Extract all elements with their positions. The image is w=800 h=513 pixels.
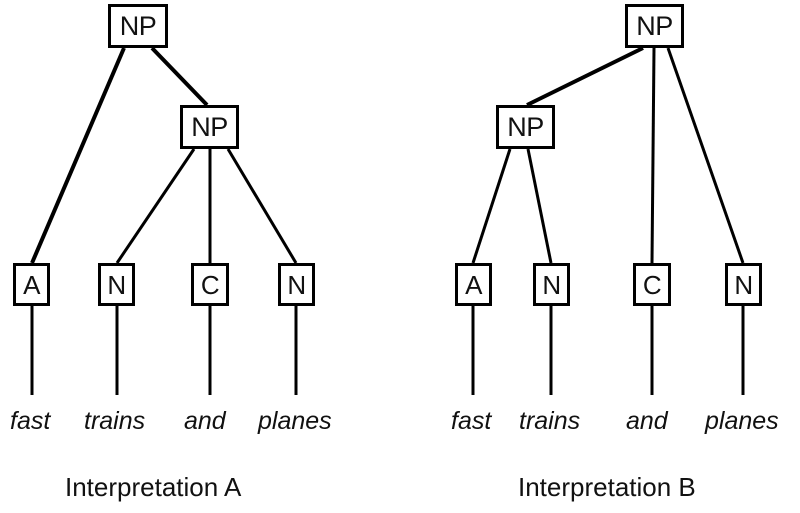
leaf-word-a-word-and: and — [184, 407, 226, 435]
tree-node-label: NP — [636, 10, 673, 41]
tree-node-a-pos-a: A — [13, 263, 50, 306]
tree-node-label: N — [542, 269, 561, 300]
tree-node-a-inner-np: NP — [180, 105, 239, 149]
tree-node-a-pos-c: C — [191, 263, 229, 306]
leaf-word-a-word-trains: trains — [84, 407, 146, 435]
leaf-word-b-word-and: and — [626, 407, 668, 435]
leaf-word-b-word-fast: fast — [451, 407, 492, 435]
tree-node-label: NP — [119, 10, 157, 41]
tree-node-label: N — [287, 269, 306, 300]
tree-edge-b-root-np-to-b-pos-c — [650, 47, 656, 264]
tree-edge-b-root-np-to-b-pos-n2 — [666, 47, 745, 264]
tree-edge-a-root-np-to-a-pos-a — [30, 47, 126, 264]
tree-node-label: N — [107, 269, 126, 300]
tree-edge-a-root-np-to-a-inner-np — [150, 46, 209, 107]
tree-node-label: C — [200, 269, 220, 300]
tree-node-b-inner-np: NP — [496, 105, 555, 149]
tree-node-b-pos-n1: N — [533, 263, 570, 306]
tree-node-a-pos-n2: N — [278, 263, 315, 306]
tree-node-b-root-np: NP — [625, 4, 684, 48]
tree-node-label: NP — [191, 111, 228, 142]
tree-node-label: C — [642, 269, 662, 300]
tree-edge-a-inner-np-to-a-pos-n1 — [115, 148, 196, 264]
tree-node-label: A — [465, 269, 482, 300]
leaf-word-b-word-planes: planes — [705, 407, 779, 435]
tree-edge-b-root-np-to-b-inner-np — [526, 46, 644, 107]
leaf-word-a-word-planes: planes — [258, 407, 332, 435]
tree-caption-interpretation-b: Interpretation B — [518, 472, 696, 502]
tree-node-b-pos-a: A — [455, 263, 492, 306]
tree-edge-b-inner-np-to-b-pos-a — [471, 148, 512, 264]
tree-node-label: N — [734, 269, 753, 300]
tree-node-label: NP — [507, 111, 544, 142]
tree-edge-b-inner-np-to-b-pos-n1 — [526, 148, 553, 264]
tree-node-a-root-np: NP — [108, 4, 168, 48]
tree-edge-a-inner-np-to-a-pos-n2 — [226, 148, 298, 264]
tree-node-b-pos-n2: N — [725, 263, 762, 306]
tree-node-a-pos-n1: N — [98, 263, 135, 306]
leaf-word-b-word-trains: trains — [519, 407, 581, 435]
tree-caption-interpretation-a: Interpretation A — [65, 472, 242, 502]
tree-node-label: A — [23, 269, 40, 300]
leaf-word-a-word-fast: fast — [10, 407, 51, 435]
tree-node-b-pos-c: C — [633, 263, 671, 306]
